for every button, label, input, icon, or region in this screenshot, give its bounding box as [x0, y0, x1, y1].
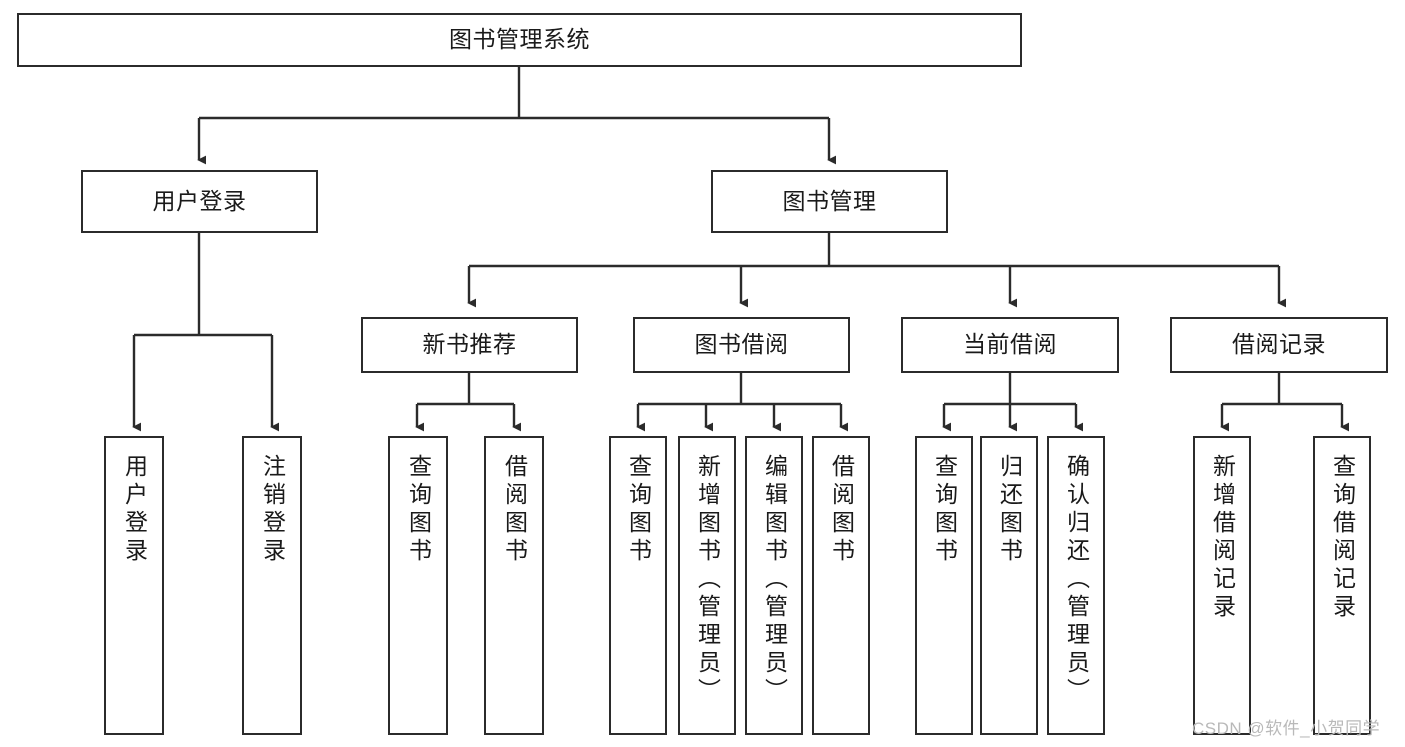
- node-borrow-record-label: 借阅记录: [1232, 331, 1326, 358]
- node-book-management-label: 图书管理: [782, 187, 877, 214]
- leaf-current-return-book[interactable]: 归还图书: [980, 436, 1038, 735]
- leaf-recommend-query-book-label: 查询图书: [405, 454, 432, 566]
- leaf-logout-label: 注销登录: [259, 454, 286, 566]
- leaf-user-login[interactable]: 用户登录: [104, 436, 164, 735]
- node-user-login-label: 用户登录: [152, 187, 247, 214]
- node-user-login[interactable]: 用户登录: [81, 170, 318, 233]
- leaf-recommend-borrow-book[interactable]: 借阅图书: [484, 436, 544, 735]
- leaf-current-query-book[interactable]: 查询图书: [915, 436, 973, 735]
- node-book-borrow[interactable]: 图书借阅: [633, 317, 850, 373]
- leaf-record-query-label: 查询借阅记录: [1329, 454, 1356, 622]
- leaf-recommend-borrow-book-label: 借阅图书: [501, 454, 528, 566]
- node-current-borrow[interactable]: 当前借阅: [901, 317, 1119, 373]
- leaf-current-query-book-label: 查询图书: [931, 454, 958, 566]
- leaf-borrow-add-book[interactable]: 新增图书（管理员）: [678, 436, 736, 735]
- node-new-book-recommend[interactable]: 新书推荐: [361, 317, 578, 373]
- leaf-borrow-add-book-label: 新增图书（管理员）: [694, 454, 721, 706]
- node-new-book-recommend-label: 新书推荐: [422, 331, 517, 358]
- leaf-borrow-borrow-book[interactable]: 借阅图书: [812, 436, 870, 735]
- leaf-borrow-query-book[interactable]: 查询图书: [609, 436, 667, 735]
- leaf-borrow-edit-book[interactable]: 编辑图书（管理员）: [745, 436, 803, 735]
- leaf-current-return-book-label: 归还图书: [996, 454, 1023, 566]
- leaf-record-query[interactable]: 查询借阅记录: [1313, 436, 1371, 735]
- node-borrow-record[interactable]: 借阅记录: [1170, 317, 1388, 373]
- leaf-logout[interactable]: 注销登录: [242, 436, 302, 735]
- node-book-borrow-label: 图书借阅: [694, 331, 789, 358]
- csdn-watermark: CSDN @软件_小贺同学: [1192, 719, 1381, 738]
- node-book-management[interactable]: 图书管理: [711, 170, 948, 233]
- leaf-current-confirm-return-label: 确认归还（管理员）: [1063, 454, 1090, 706]
- leaf-recommend-query-book[interactable]: 查询图书: [388, 436, 448, 735]
- node-root[interactable]: 图书管理系统: [17, 13, 1022, 67]
- leaf-record-add[interactable]: 新增借阅记录: [1193, 436, 1251, 735]
- node-root-label: 图书管理系统: [449, 26, 590, 53]
- leaf-borrow-borrow-book-label: 借阅图书: [828, 454, 855, 566]
- leaf-borrow-query-book-label: 查询图书: [625, 454, 652, 566]
- leaf-current-confirm-return[interactable]: 确认归还（管理员）: [1047, 436, 1105, 735]
- leaf-borrow-edit-book-label: 编辑图书（管理员）: [761, 454, 788, 706]
- leaf-user-login-label: 用户登录: [121, 454, 148, 566]
- leaf-record-add-label: 新增借阅记录: [1209, 454, 1236, 622]
- node-current-borrow-label: 当前借阅: [963, 331, 1057, 358]
